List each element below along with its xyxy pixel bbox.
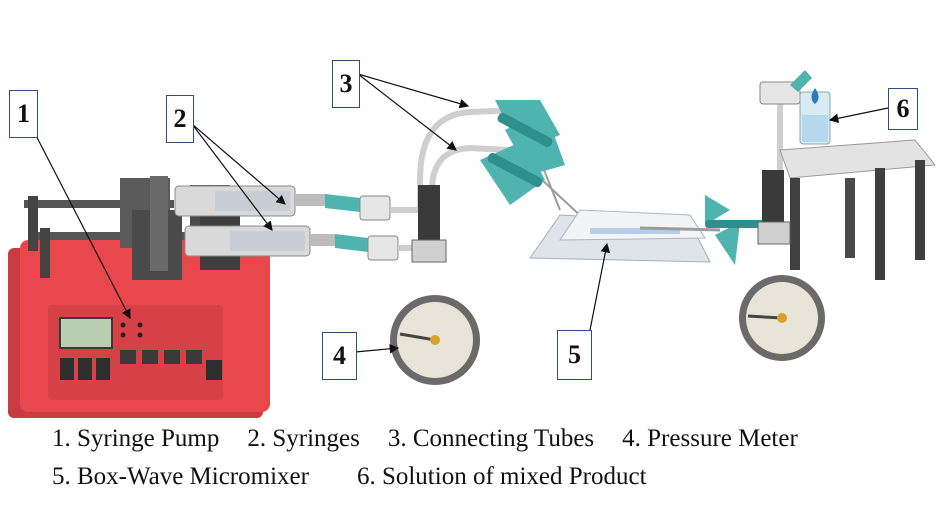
box-wave-micromixer <box>529 209 721 263</box>
legend-item-syringe-pump: 1. Syringe Pump <box>52 425 220 452</box>
legend-line-1: 1. Syringe Pump 2. Syringes 3. Connecting … <box>52 425 826 453</box>
callout-4: 4 <box>322 332 357 380</box>
legend-item-connecting-tubes: 3. Connecting Tubes <box>387 425 595 452</box>
pressure-meter-right <box>739 170 825 361</box>
legend-item-solution: 6. Solution of mixed Product <box>356 463 647 490</box>
legend-line-2: 5. Box-Wave Micromixer 6. Solution of mix… <box>52 463 675 491</box>
callout-2: 2 <box>166 95 194 143</box>
syringes <box>174 185 399 261</box>
connecting-tubes <box>390 100 586 251</box>
lab-table <box>779 139 936 280</box>
legend-item-micromixer: 5. Box-Wave Micromixer <box>52 463 309 490</box>
solution-beaker <box>799 88 831 145</box>
legend-item-syringes: 2. Syringes <box>247 425 360 452</box>
legend-item-pressure-meter: 4. Pressure Meter <box>622 425 798 452</box>
pressure-meter-left <box>390 185 480 385</box>
callout-3: 3 <box>332 60 360 108</box>
callout-1: 1 <box>9 90 38 138</box>
leader-lines <box>27 73 889 354</box>
callout-6: 6 <box>888 88 918 130</box>
callout-5: 5 <box>557 330 592 380</box>
